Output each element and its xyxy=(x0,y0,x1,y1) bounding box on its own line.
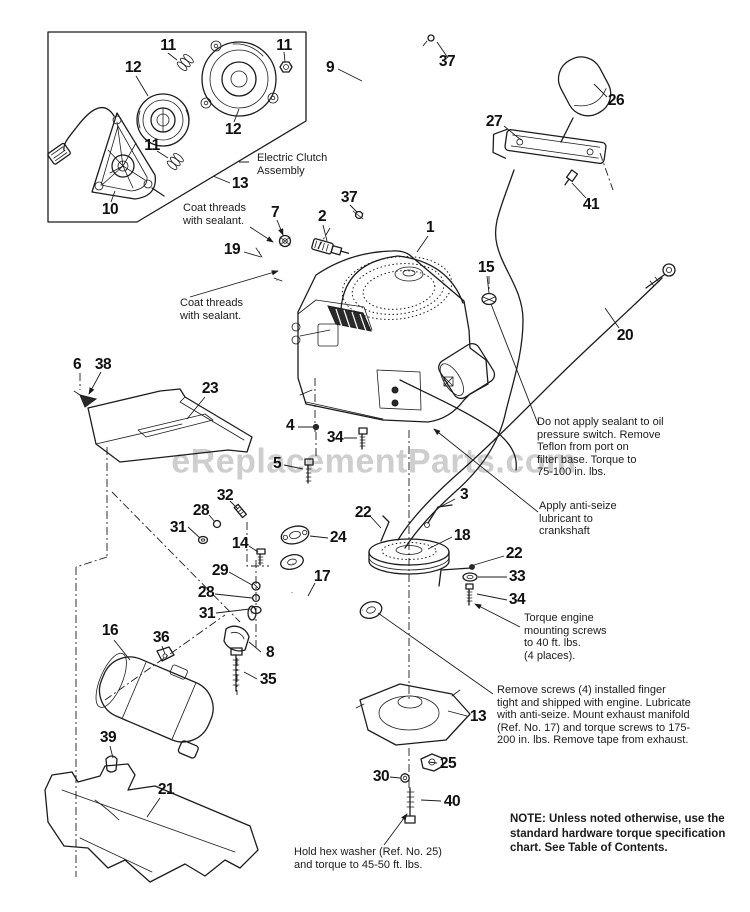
washer-33-illustration xyxy=(463,573,477,581)
part-callout-25: 25 xyxy=(439,755,457,772)
part-callout-36: 36 xyxy=(152,629,170,646)
part-callout-31: 31 xyxy=(198,605,216,622)
elbow-illustration xyxy=(256,248,282,281)
part-callout-1: 1 xyxy=(425,219,435,236)
part-callout-18: 18 xyxy=(453,527,471,544)
part-callout-13: 13 xyxy=(231,175,249,192)
part-callout-29: 29 xyxy=(211,562,229,579)
clip-illustration xyxy=(74,373,96,407)
spark-plug-illustration xyxy=(311,238,350,259)
part-callout-15: 15 xyxy=(477,259,495,276)
part-callout-13: 13 xyxy=(469,708,487,725)
part-callout-40: 40 xyxy=(443,793,461,810)
clip-39-illustration xyxy=(106,756,117,772)
spring-icon xyxy=(166,152,185,171)
screw-34-illustration xyxy=(466,584,473,605)
part-callout-14: 14 xyxy=(231,535,249,552)
part-callout-30: 30 xyxy=(372,768,390,785)
pin-3-illustration xyxy=(425,505,453,528)
part-callout-7: 7 xyxy=(270,204,280,221)
part-callout-2: 2 xyxy=(317,208,327,225)
part-callout-20: 20 xyxy=(616,327,634,344)
part-callout-33: 33 xyxy=(508,568,526,585)
part-callout-37: 37 xyxy=(438,53,456,70)
bolt-35-illustration xyxy=(231,648,242,691)
part-callout-27: 27 xyxy=(485,113,503,130)
part-callout-22: 22 xyxy=(354,504,372,521)
part-callout-35: 35 xyxy=(259,671,277,688)
clutch-plate-illustration xyxy=(356,684,470,745)
heat-shield-23-illustration xyxy=(88,389,252,462)
part-callout-11: 11 xyxy=(276,37,292,54)
hex-key-illustration xyxy=(439,565,474,586)
leader-lines xyxy=(88,42,619,845)
part-callout-37: 37 xyxy=(340,189,358,206)
engine-illustration xyxy=(292,251,497,432)
part-callout-38: 38 xyxy=(94,356,112,373)
part-callout-12: 12 xyxy=(124,59,142,76)
part-callout-22: 22 xyxy=(505,545,523,562)
part-callout-32: 32 xyxy=(216,487,234,504)
clutch-rotor-illustration xyxy=(137,94,189,146)
part-callout-21: 21 xyxy=(157,781,175,798)
fuel-line-illustration xyxy=(353,35,434,219)
part-callout-28: 28 xyxy=(197,584,215,601)
clamp-8-illustration xyxy=(224,626,249,651)
part-callout-26: 26 xyxy=(607,92,625,109)
part-callout-34: 34 xyxy=(508,591,526,608)
inset-box xyxy=(47,32,306,222)
clutch-armature-illustration xyxy=(201,41,278,116)
spring-icon xyxy=(176,53,195,72)
pin-22-illustration xyxy=(381,516,389,541)
nut-icon xyxy=(280,62,292,72)
part-callout-4: 4 xyxy=(285,417,295,434)
part-callout-23: 23 xyxy=(201,380,219,397)
part-callout-24: 24 xyxy=(329,529,347,546)
part-callout-5: 5 xyxy=(272,455,282,472)
part-callout-10: 10 xyxy=(101,201,119,218)
part-callout-28: 28 xyxy=(192,502,210,519)
screw-icon xyxy=(563,170,578,187)
heat-shield-21-illustration xyxy=(45,764,258,882)
note-hold-hex-washer: Hold hex washer (Ref. No. 25)and torque … xyxy=(294,846,442,871)
washer-30-illustration xyxy=(401,774,409,782)
part-callout-17: 17 xyxy=(313,568,331,585)
muffler-illustration xyxy=(85,640,224,759)
part-callout-41: 41 xyxy=(582,196,600,213)
part-callout-3: 3 xyxy=(459,486,469,503)
bolt-cluster-illustration xyxy=(305,424,367,483)
part-callout-8: 8 xyxy=(265,644,275,661)
part-callout-31: 31 xyxy=(169,519,187,536)
part-callout-39: 39 xyxy=(99,729,117,746)
part-callout-12: 12 xyxy=(224,121,242,138)
centerlines xyxy=(76,228,409,877)
part-callout-19: 19 xyxy=(223,241,241,258)
part-callout-16: 16 xyxy=(101,622,119,639)
part-callout-6: 6 xyxy=(72,356,82,373)
part-callout-11: 11 xyxy=(144,137,160,154)
part-callout-34: 34 xyxy=(326,429,344,446)
exhaust-manifold-illustration xyxy=(248,523,384,621)
small-hardware-cluster xyxy=(199,504,270,650)
fitting-illustration xyxy=(280,236,291,247)
part-callout-11: 11 xyxy=(160,37,176,54)
part-callout-9: 9 xyxy=(325,59,335,76)
clutch-bracket-illustration xyxy=(47,108,164,199)
